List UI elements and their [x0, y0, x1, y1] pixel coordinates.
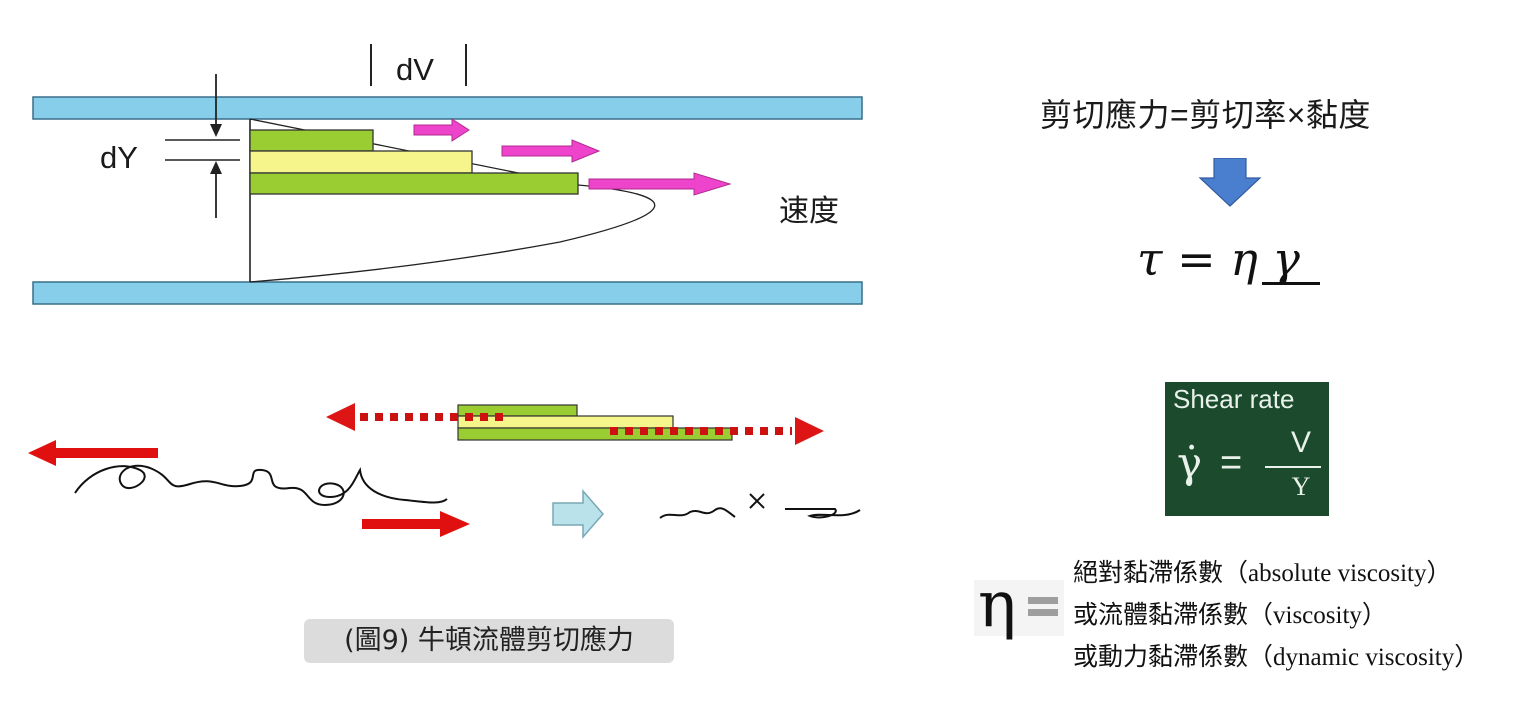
- top-plate: [32, 96, 863, 120]
- chalk-denominator: Y: [1291, 472, 1311, 501]
- dotted-arrowhead-right: [795, 417, 824, 445]
- fluid-layer-bottom: [249, 172, 579, 195]
- label-speed: 速度: [779, 195, 839, 228]
- down-arrow-icon: [1198, 158, 1262, 207]
- dy-arrowhead-top: [210, 124, 222, 137]
- polymer-chain-tangled: [74, 464, 448, 507]
- eta-equals-bar-bottom: [1028, 609, 1058, 616]
- chalk-equals: =: [1220, 442, 1243, 484]
- chalk-numerator: V: [1290, 426, 1311, 459]
- velocity-arrow-large: [588, 172, 732, 196]
- flow-diagram: [28, 44, 863, 540]
- formula-underline: [1262, 282, 1320, 285]
- eta-symbol: η: [978, 568, 1017, 642]
- formula-greek: τ = η γ: [1137, 232, 1300, 286]
- bottom-plate: [32, 281, 863, 305]
- process-arrow: [552, 488, 604, 540]
- velocity-arrow-medium: [501, 139, 601, 163]
- eta-equals-bar-top: [1028, 597, 1058, 604]
- dotted-arrowhead-left: [326, 403, 355, 431]
- polymer-chain-aligned-left: [659, 507, 736, 519]
- label-dy: dY: [100, 140, 138, 175]
- fluid-layer-middle: [249, 150, 473, 174]
- chalk-gamma-dot: γ̇: [1177, 438, 1203, 487]
- dy-arrowhead-bottom: [210, 161, 222, 174]
- eta-definitions: 絕對黏滯係數（absolute viscosity） 或流體黏滯係數（visco…: [1073, 553, 1479, 679]
- label-dv: dV: [396, 52, 434, 87]
- force-arrow-left: [28, 440, 158, 466]
- eta-background: [974, 580, 1064, 636]
- eta-definition-absolute: 絕對黏滯係數（absolute viscosity）: [1073, 560, 1452, 587]
- multiply-sign: [749, 493, 765, 509]
- chalk-fraction-bar: [1265, 466, 1321, 468]
- eta-definition-dynamic: 或動力黏滯係數（dynamic viscosity）: [1073, 644, 1480, 671]
- force-arrow-right: [362, 511, 470, 537]
- profile-curve: [249, 184, 656, 283]
- polymer-chain-aligned-right: [785, 508, 861, 519]
- velocity-arrow-small: [413, 118, 470, 142]
- fluid-layer-top: [249, 129, 374, 152]
- formula-text: 剪切應力=剪切率×黏度: [1040, 97, 1371, 133]
- shear-rate-chalkboard: Shear rate γ̇ = V Y: [1165, 382, 1329, 516]
- shear-layer-top: [457, 404, 578, 417]
- eta-definition-fluid: 或流體黏滯係數（viscosity）: [1073, 602, 1387, 629]
- shear-layer-middle: [457, 415, 674, 429]
- figure-caption: (圖9) 牛頓流體剪切應力: [304, 619, 674, 663]
- chalk-title: Shear rate: [1173, 384, 1295, 414]
